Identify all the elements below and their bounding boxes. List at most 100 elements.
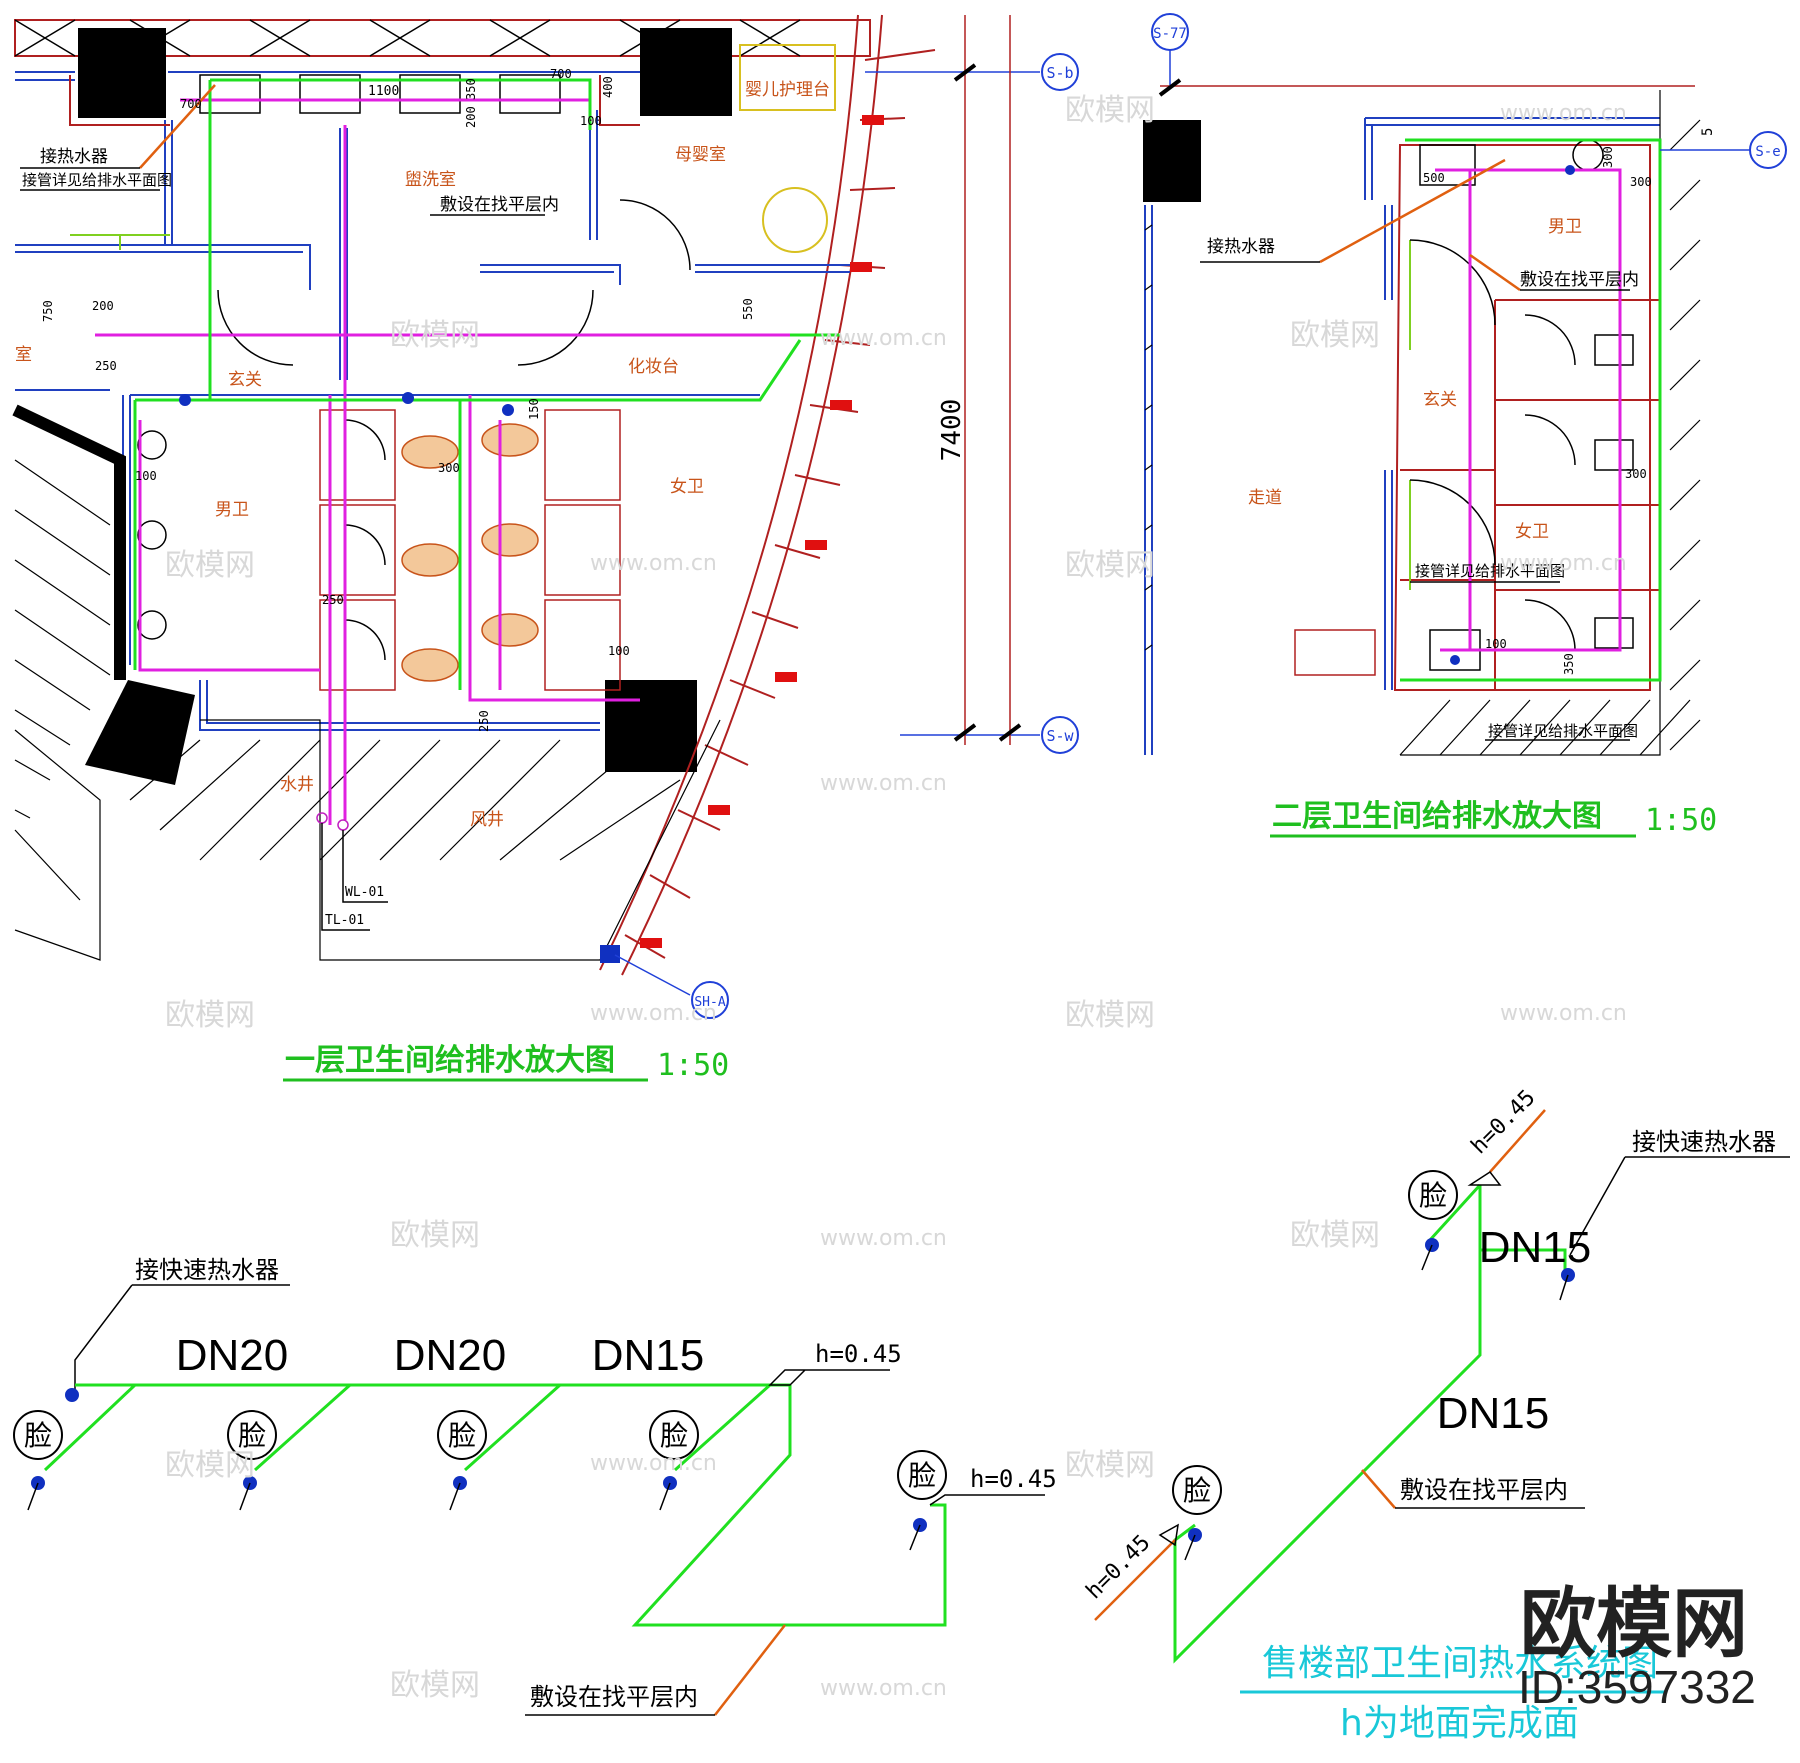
dim-200: 200 [464, 106, 478, 128]
watermark-url: www.om.cn [1500, 101, 1627, 126]
dim-100c: 100 [608, 644, 630, 658]
sys2-title: 售楼部卫生间热水系统图 [1262, 1643, 1658, 1684]
watermark-cn: 欧模网 [390, 1218, 480, 1253]
floor1-title: 一层卫生间给排水放大图 [285, 1043, 615, 1078]
dim-150: 150 [527, 398, 541, 420]
sys1-dn-1: DN20 [176, 1331, 289, 1380]
pipe-tl: TL-01 [325, 913, 364, 928]
floor2-scale: 1:50 [1645, 803, 1717, 838]
sys1-basin-label: 脸 [660, 1419, 688, 1452]
f2-room-lobby: 玄关 [1423, 390, 1457, 410]
sys1-screed-note: 敷设在找平层内 [530, 1683, 698, 1711]
leader-heater-f2 [1319, 158, 1506, 264]
sys1-h2: h=0.45 [970, 1465, 1057, 1493]
sys1-screed-leader [714, 1624, 786, 1716]
axis-label-se: S-e [1755, 144, 1780, 160]
basin [1419, 144, 1476, 186]
dim-100: 100 [580, 114, 602, 128]
sys2-dn-top: DN15 [1479, 1223, 1592, 1272]
floor1-plan: S-b S-w SH-A 7400 盥洗室 母婴室 婴儿护理台 玄关 化妆台 男… [12, 14, 1079, 1083]
f2-room-mens: 男卫 [1548, 217, 1582, 237]
note-heater: 接热水器 [40, 147, 108, 167]
stalls-men [319, 409, 621, 691]
watermark-url: www.om.cn [590, 1451, 717, 1476]
watermark-cn: 欧模网 [1065, 998, 1155, 1033]
watermark-cn: 欧模网 [390, 318, 480, 353]
sink-cabinet [1294, 629, 1376, 676]
toilets [401, 423, 539, 682]
watermark-cn: 欧模网 [1065, 93, 1155, 128]
dim-7400: 7400 [937, 399, 967, 462]
dim-250b: 250 [322, 593, 344, 607]
sys1-basin-label: 脸 [448, 1419, 476, 1452]
dim-550: 550 [741, 298, 755, 320]
f2-room-corridor: 走道 [1248, 488, 1282, 508]
watermark-cn: 欧模网 [1290, 318, 1380, 353]
watermark-cn: 欧模网 [1065, 548, 1155, 583]
axis-label-sw: S-w [1046, 727, 1074, 745]
f2-note-pipe-ref2: 接管详见给排水平面图 [1488, 722, 1638, 740]
f2-dim-500: 500 [1423, 171, 1445, 185]
f2-note-heater: 接热水器 [1207, 237, 1275, 257]
sys1-basin-label: 脸 [238, 1419, 266, 1452]
room-fragment: 室 [15, 345, 32, 365]
watermark-url: www.om.cn [590, 1001, 717, 1026]
sys1-dn-2: DN20 [394, 1331, 507, 1380]
leader-heater [139, 84, 216, 169]
sys1-dn-3: DN15 [592, 1331, 705, 1380]
dim-350: 350 [464, 78, 478, 100]
axis-label-sb: S-b [1046, 64, 1073, 82]
baby-care-table [739, 44, 836, 111]
watermark-cn: 欧模网 [1065, 1448, 1155, 1483]
note-pipe-ref: 接管详见给排水平面图 [22, 171, 172, 189]
sys2-basin-label: 脸 [1183, 1474, 1211, 1507]
watermark-cn: 欧模网 [165, 998, 255, 1033]
dim-700a: 700 [550, 67, 572, 81]
basins-row [199, 74, 561, 114]
axis-marker-se: S-e [1660, 131, 1787, 169]
watermarks: 欧模网 欧模网 欧模网 欧模网 欧模网 欧模网 欧模网 欧模网 欧模网 欧模网 … [165, 93, 1627, 1703]
dim-1100: 1100 [368, 84, 399, 99]
dim-750: 750 [41, 300, 55, 322]
axis-marker-sw: S-w [900, 716, 1079, 754]
axis-marker-sb: S-b [865, 53, 1079, 91]
f2-dim-100: 100 [1485, 637, 1507, 651]
sys2-h-top: h=0.45 [1467, 1085, 1541, 1159]
axis-marker-s77: S-77 [1151, 13, 1189, 85]
dim-100b: 100 [135, 469, 157, 483]
column [640, 28, 732, 116]
urinals [137, 430, 167, 640]
hot-water-pipes [133, 78, 840, 690]
f2-room-womens: 女卫 [1515, 522, 1549, 542]
sys2-basin-label: 脸 [1419, 1179, 1447, 1212]
floor2-plan: S-77 [1143, 13, 1787, 838]
dim-300: 300 [438, 461, 460, 475]
dimension-7400: 7400 [937, 15, 1022, 745]
watermark-cn: 欧模网 [1290, 1218, 1380, 1253]
floor1-scale: 1:50 [657, 1048, 729, 1083]
dim-200b: 200 [92, 299, 114, 313]
watermark-url: www.om.cn [820, 771, 947, 796]
system1-riser-diagram: 接快速热水器 脸 脸 脸 脸 脸 DN20 DN20 DN15 h=0.45 h… [13, 1256, 1057, 1716]
sys1-basin-label: 脸 [24, 1419, 52, 1452]
walls-f2 [1144, 117, 1660, 755]
hatch-zone [14, 459, 721, 961]
room-lobby: 玄关 [228, 370, 262, 390]
f2-dim-5: 5 [1700, 128, 1716, 136]
door-swings [217, 199, 691, 661]
watermark-url: www.om.cn [820, 326, 947, 351]
brand-id: ID:3597332 [1518, 1661, 1756, 1713]
dim-700b: 700 [180, 97, 202, 111]
sys2-basin-symbols [1172, 1170, 1458, 1515]
dim-250c: 250 [477, 710, 491, 732]
facade-mullions [624, 49, 936, 959]
room-mens: 男卫 [215, 500, 249, 520]
note-screed: 敷设在找平层内 [440, 195, 559, 215]
watermark-url: www.om.cn [1500, 551, 1627, 576]
dim-400: 400 [601, 76, 615, 98]
room-air-shaft: 风井 [470, 810, 504, 830]
pipes-f2 [1400, 138, 1662, 682]
sys1-h1: h=0.45 [815, 1340, 902, 1368]
sys2-heater-note: 接快速热水器 [1632, 1128, 1776, 1156]
